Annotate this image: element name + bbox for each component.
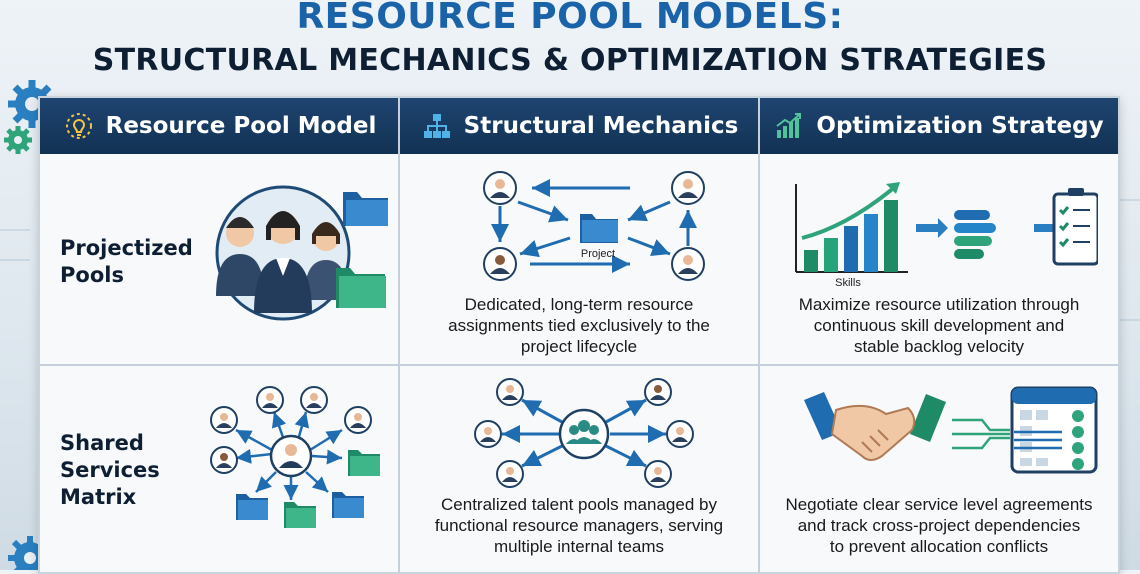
folder-icon — [284, 502, 316, 528]
mechanics-description-projectized: Dedicated, long-term resource assignment… — [448, 295, 710, 356]
optimization-description-projectized: Maximize resource utilization through co… — [798, 295, 1080, 356]
folder-icon — [332, 492, 364, 518]
column-header-label: Structural Mechanics — [463, 113, 739, 139]
shared-services-hub-illustration — [210, 386, 380, 528]
person-avatar-icon — [496, 460, 524, 488]
person-avatar-icon — [666, 420, 694, 448]
column-header-label: Resource Pool Model — [105, 113, 377, 139]
row-label-shared-services: Shared Services Matrix — [60, 431, 160, 509]
folder-icon — [336, 268, 386, 308]
growth-chart-icon — [776, 113, 802, 138]
sla-dependency-illustration — [804, 386, 1098, 474]
handshake-icon — [804, 392, 946, 461]
chart-label-skills: Skills — [835, 277, 861, 288]
column-header-optimization: Optimization Strategy — [760, 98, 1118, 154]
group-icon — [566, 420, 602, 444]
page-subtitle: STRUCTURAL MECHANICS & OPTIMIZATION STRA… — [92, 43, 1048, 78]
person-avatar-icon — [496, 378, 524, 406]
person-avatar-icon — [300, 386, 328, 414]
row-divider — [40, 364, 1118, 366]
person-avatar-icon — [671, 171, 705, 205]
row-label-projectized: Projectized Pools — [60, 236, 193, 287]
person-avatar-icon — [210, 446, 238, 474]
person-avatar-icon — [210, 406, 238, 434]
person-avatar-icon — [256, 386, 284, 414]
folder-icon — [343, 192, 388, 226]
person-avatar-icon — [474, 420, 502, 448]
table-header: Resource Pool Model Structural Mechanics — [40, 98, 1118, 154]
projectized-flow-diagram: Project — [483, 171, 705, 281]
column-header-mechanics: Structural Mechanics — [400, 98, 760, 154]
comparison-table: Resource Pool Model Structural Mechanics — [38, 96, 1120, 574]
person-avatar-icon — [644, 378, 672, 406]
centralized-pool-diagram — [474, 378, 694, 488]
person-avatar-icon — [483, 247, 517, 281]
org-chart-icon — [423, 114, 450, 138]
skills-growth-illustration: Skills — [795, 182, 1098, 288]
person-avatar-icon — [344, 406, 372, 434]
person-avatar-icon — [644, 460, 672, 488]
folder-icon — [580, 214, 618, 243]
column-header-label: Optimization Strategy — [816, 113, 1104, 139]
mechanics-description-shared: Centralized talent pools managed by func… — [434, 495, 724, 556]
person-icon — [254, 211, 312, 313]
lightbulb-gear-icon — [65, 113, 92, 139]
folder-icon — [236, 494, 268, 520]
person-avatar-icon — [671, 247, 705, 281]
column-header-model: Resource Pool Model — [40, 98, 400, 154]
checklist-clipboard-icon — [1052, 188, 1098, 266]
person-icon — [216, 217, 264, 296]
folder-icon — [348, 450, 380, 476]
column-divider — [398, 98, 400, 572]
page-title: RESOURCE POOL MODELS: — [296, 0, 844, 37]
person-avatar-icon — [483, 171, 517, 205]
gear-icon — [4, 126, 32, 154]
calendar-tracker-icon — [1010, 386, 1098, 474]
optimization-description-shared: Negotiate clear service level agreements… — [785, 495, 1093, 556]
projectized-team-illustration — [215, 185, 388, 321]
diagram-label-project: Project — [581, 248, 615, 260]
column-divider — [758, 98, 760, 572]
backlog-stack-icon — [954, 210, 996, 259]
